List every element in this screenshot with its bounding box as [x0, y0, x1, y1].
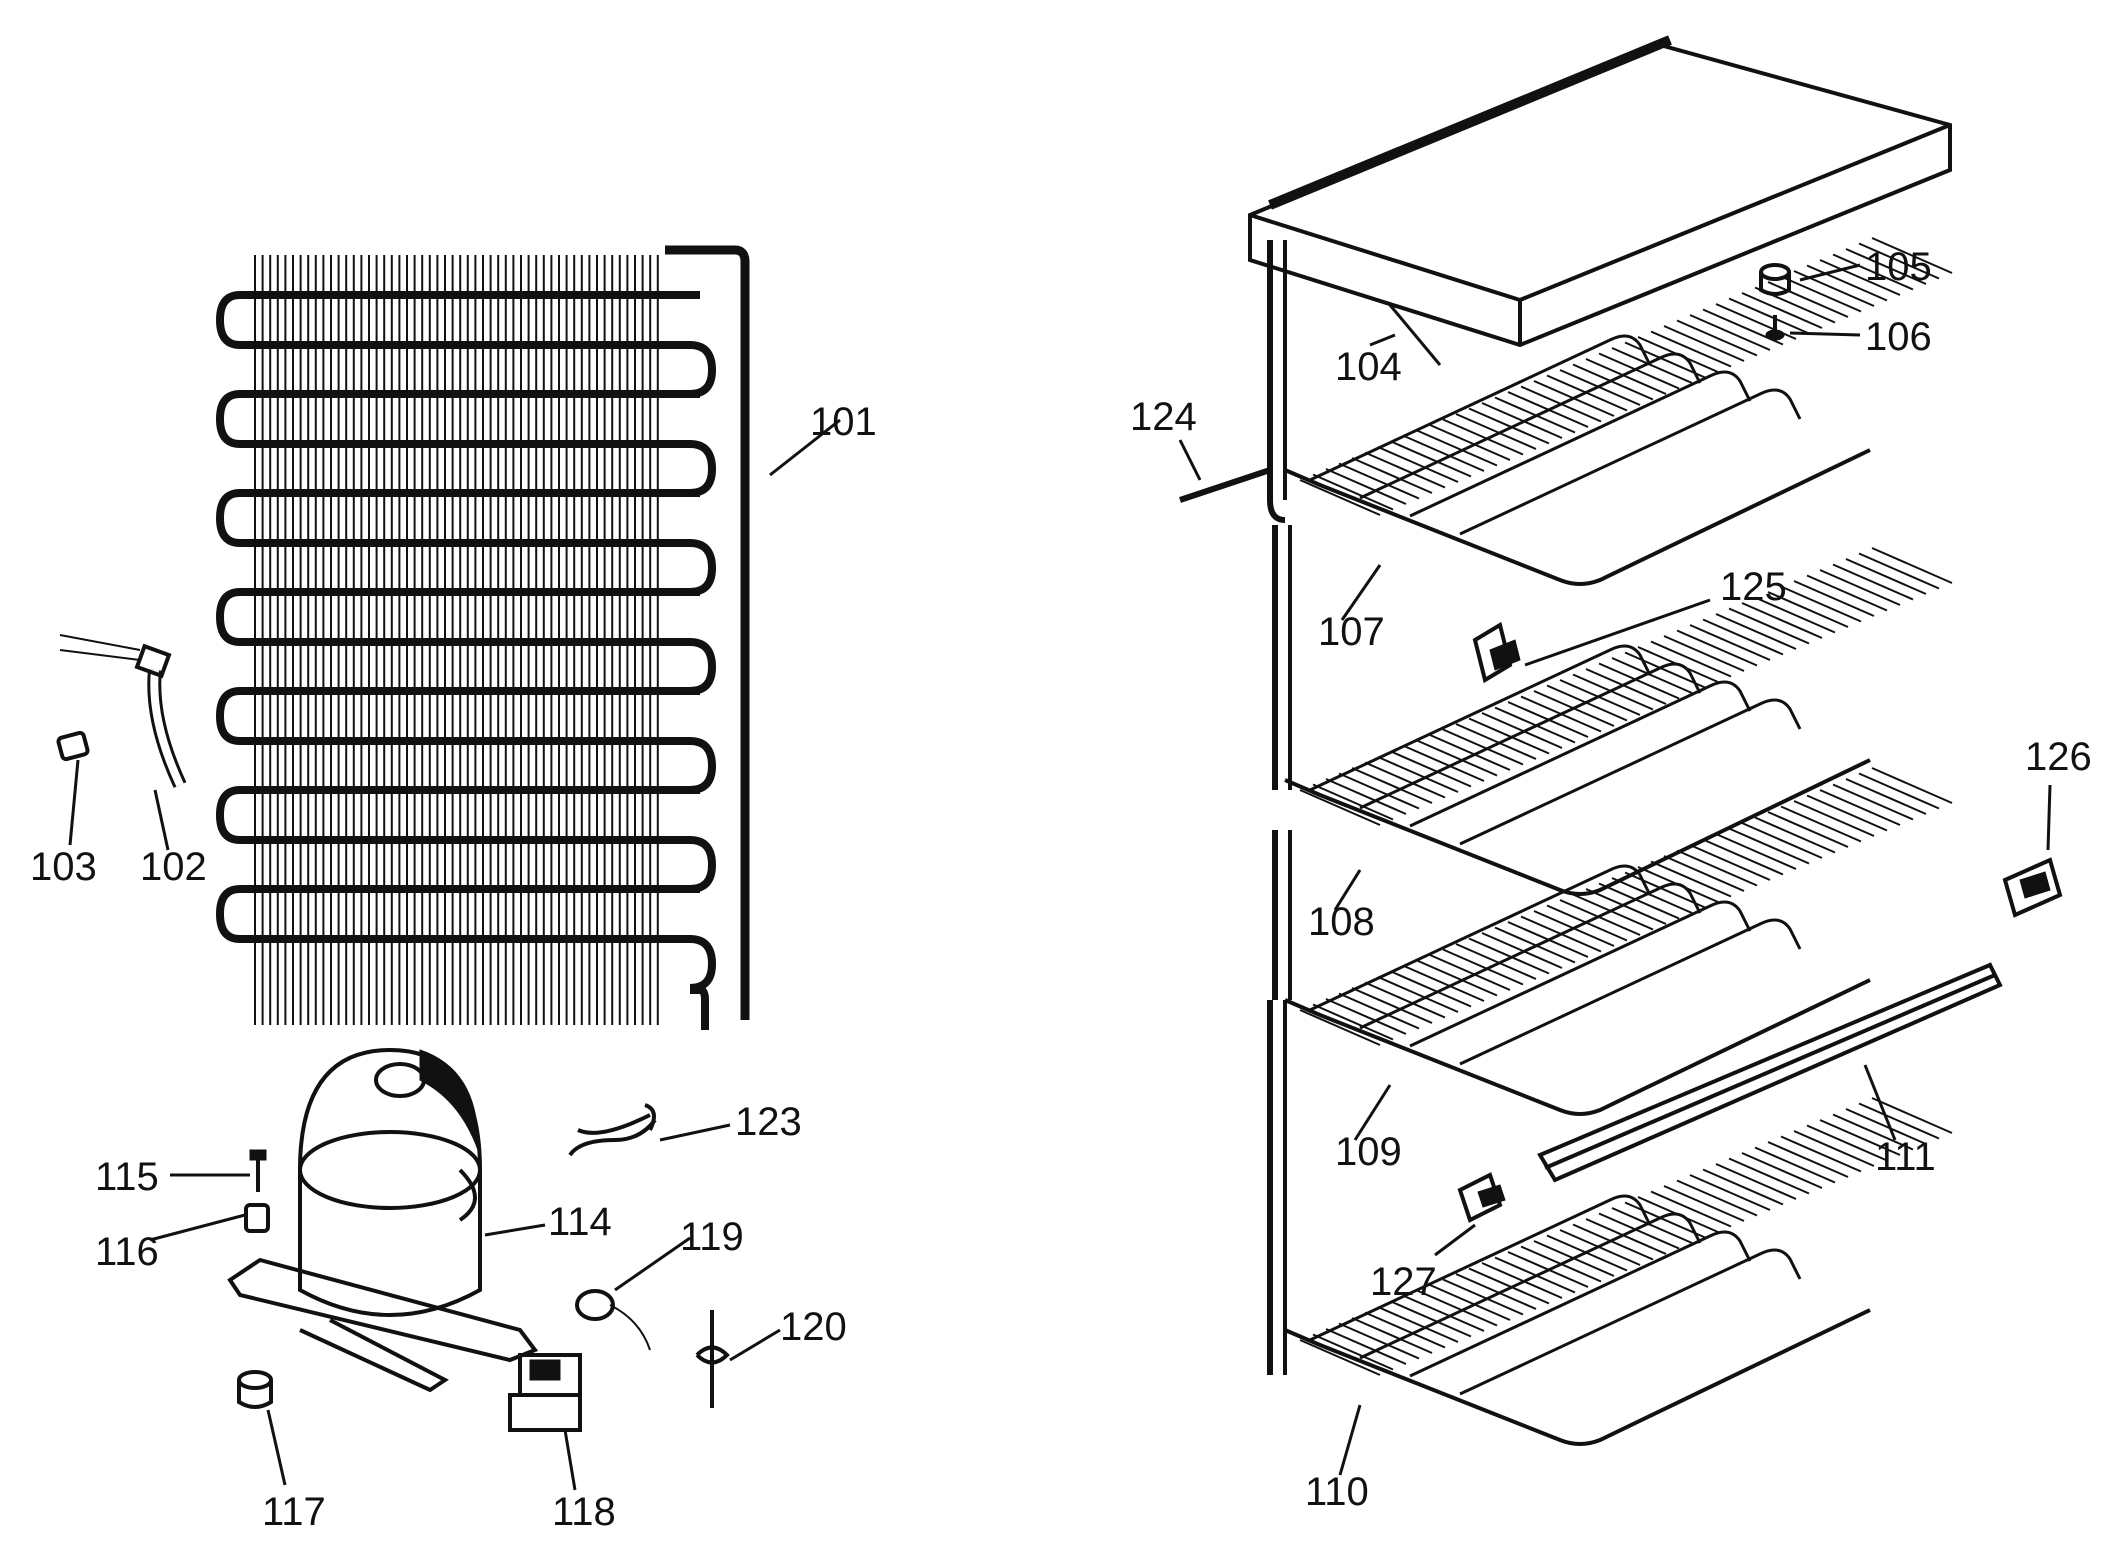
label-126: 126 [2025, 735, 2092, 779]
label-120: 120 [780, 1305, 847, 1349]
label-117: 117 [262, 1490, 326, 1534]
clip-127-part [1457, 1172, 1506, 1223]
bolt-part [249, 1149, 267, 1192]
label-114: 114 [548, 1200, 612, 1244]
label-101: 101 [810, 400, 877, 444]
label-104: 104 [1335, 345, 1402, 389]
switch-126-part [2002, 857, 2063, 918]
sleeve-part [244, 1203, 270, 1233]
label-110: 110 [1305, 1470, 1369, 1514]
label-108: 108 [1308, 900, 1375, 944]
label-127: 127 [1370, 1260, 1437, 1304]
label-118: 118 [552, 1490, 616, 1534]
compressor [227, 1047, 539, 1393]
condenser-coil [215, 245, 750, 1030]
label-123: 123 [735, 1100, 802, 1144]
label-115: 115 [95, 1155, 159, 1199]
label-119: 119 [680, 1215, 744, 1259]
screw-part [1765, 315, 1785, 341]
label-105: 105 [1865, 245, 1932, 289]
evaporator-assembly [1179, 35, 1953, 1446]
label-116: 116 [95, 1230, 159, 1274]
cap-part [1759, 263, 1791, 296]
label-125: 125 [1720, 565, 1787, 609]
power-cord-part [59, 634, 187, 788]
part-labels: 101 102 103 104 105 106 107 108 109 110 … [30, 245, 2092, 1534]
leader-lines [68, 263, 2052, 1491]
clip-125-part [1472, 621, 1521, 684]
label-102: 102 [140, 845, 207, 889]
overload-part [575, 1289, 651, 1351]
label-124: 124 [1130, 395, 1197, 439]
label-111: 111 [1875, 1135, 1936, 1179]
label-106: 106 [1865, 315, 1932, 359]
trim-strip-111-part [1537, 962, 2003, 1183]
label-109: 109 [1335, 1130, 1402, 1174]
relay-part [508, 1353, 582, 1432]
label-103: 103 [30, 845, 97, 889]
wire-clip-part [568, 1103, 657, 1157]
grommet-part [56, 730, 90, 762]
clip-part [695, 1310, 730, 1408]
label-107: 107 [1318, 610, 1385, 654]
grommet-foot-part [237, 1370, 273, 1409]
